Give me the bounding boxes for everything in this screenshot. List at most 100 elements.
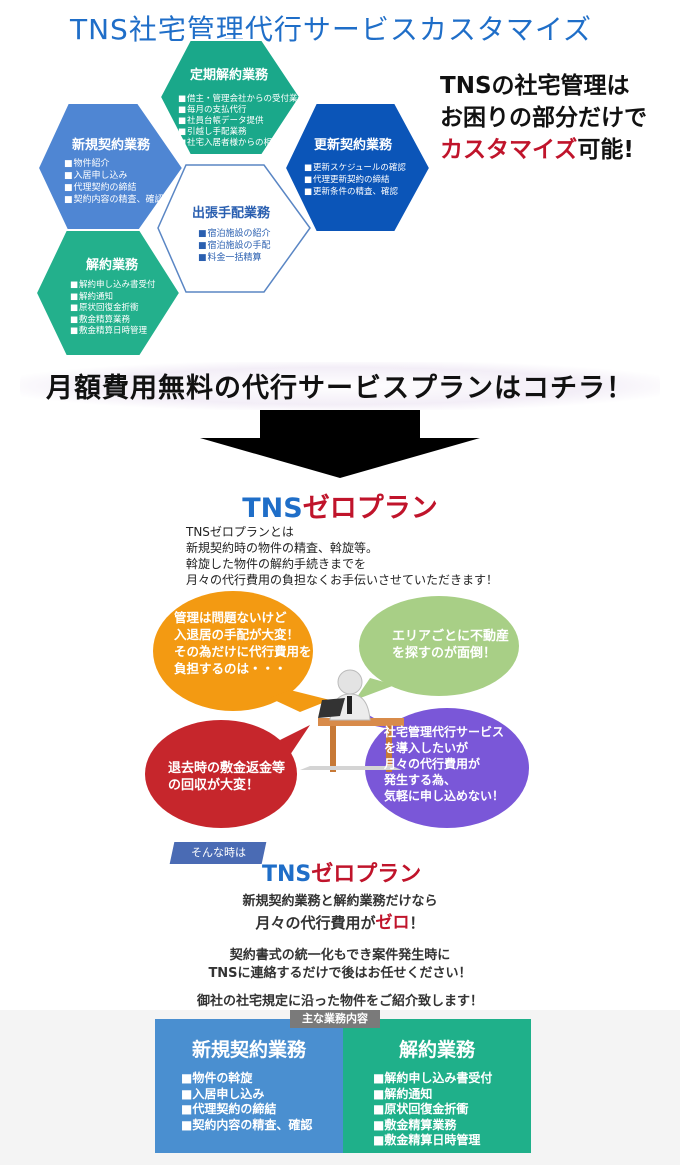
duty-box-title: 新規契約業務 (191, 1039, 306, 1061)
solution-zero-line: 月々の代行費用がゼロ！ (0, 908, 680, 933)
bubble-line: 社宅管理代行サービス (384, 725, 505, 739)
bubble-line: 負担するのは・・・ (174, 661, 287, 676)
bubble-purple (365, 708, 529, 828)
list-item: 代理更新契約の締結 (304, 174, 406, 186)
list-item: 敷金精算日時管理 (70, 326, 156, 338)
intro-line: TNSゼロプランとは (186, 525, 294, 539)
solution-brand: TNS (262, 862, 312, 887)
zero-emphasis: ゼロ (375, 913, 410, 933)
list-item: 借主・管理会社からの受付業務 (178, 94, 306, 105)
bubble-line: の回収が大変！ (168, 778, 260, 793)
solution-line5: 御社の社宅規定に沿った物件をご紹介致します！ (196, 994, 483, 1009)
bubble-line: エリアごとに不動産 (392, 629, 510, 644)
plan-title-name: ゼロプラン (302, 493, 438, 524)
solution-line4: TNSに連絡するだけで後はお任せください！ (208, 966, 472, 981)
hex-teiki-title: 定期解約業務 (190, 68, 269, 83)
service-hexagon-cluster: 定期解約業務 借主・管理会社からの受付業務 毎月の支払代行 社員台帳データ提供 … (0, 0, 680, 370)
bubble-orange (153, 591, 313, 711)
intro-line: 斡旋した物件の解約手続きまでを (186, 557, 367, 571)
solution-line3: 契約書式の統一化もでき案件発生時に (229, 948, 451, 963)
bubble-line: 月々の代行費用が (384, 757, 481, 771)
customize-tagline: TNSの社宅管理は お困りの部分だけで カスタマイズ可能! (440, 70, 647, 166)
zero-line-pre: 月々の代行費用が (255, 914, 376, 932)
banner-glow (20, 362, 660, 410)
bubble-line: 退去時の敷金返金等 (168, 761, 286, 776)
tagline-line1: TNSの社宅管理は (440, 73, 630, 99)
list-item: 原状回復金折衝 (373, 1102, 492, 1118)
duty-box-kaiyaku: 解約業務 解約申し込み書受付 解約通知 原状回復金折衝 敷金精算業務 敷金精算日… (343, 1019, 531, 1153)
list-item: 更新条件の精査、確認 (304, 186, 406, 198)
concerns-illustration: 管理は問題ないけど 入退居の手配が大変！ その為だけに代行費用を 負担するのは・… (0, 590, 680, 840)
bubble-line: を探すのが面倒！ (392, 646, 497, 661)
list-item: 入居申し込み (181, 1087, 312, 1103)
list-item: 物件の斡旋 (181, 1071, 312, 1087)
bubble-line: 入退居の手配が大変！ (174, 627, 300, 642)
page-title: TNS社宅管理代行サービスカスタマイズ (70, 13, 592, 46)
bubble-green (359, 596, 519, 696)
intro-line: 新規契約時の物件の精査、斡旋等。 (186, 541, 379, 555)
when-tag: そんな時は (169, 842, 267, 864)
list-item: 更新スケジュールの確認 (304, 162, 406, 174)
list-item: 解約通知 (70, 292, 156, 304)
hex-koushin-title: 更新契約業務 (314, 138, 393, 153)
list-item: 社宅入居者様からの相談受付 (178, 138, 306, 149)
bubble-purple-text: 社宅管理代行サービス を導入したいが 月々の代行費用が 発生する為、 気軽に申し… (384, 724, 504, 804)
bubble-green-text: エリアごとに不動産 を探すのが面倒！ (392, 628, 509, 662)
hex-koushin-list: 更新スケジュールの確認 代理更新契約の締結 更新条件の精査、確認 (304, 162, 406, 198)
list-item: 敷金精算業務 (373, 1118, 492, 1134)
list-item: 入居申し込み (64, 170, 164, 182)
main-duties-tag: 主な業務内容 (290, 1010, 380, 1028)
intro-line: 月々の代行費用の負担なくお手伝いさせていただきます！ (186, 573, 499, 587)
bubble-line: その為だけに代行費用を (174, 644, 312, 659)
duty-list: 解約申し込み書受付 解約通知 原状回復金折衝 敷金精算業務 敷金精算日時管理 (373, 1071, 492, 1149)
list-item: 社員台帳データ提供 (178, 116, 306, 127)
list-item: 物件紹介 (64, 158, 164, 170)
when-tag-label: そんな時は (190, 846, 246, 859)
person-at-desk-icon (300, 669, 404, 772)
list-item: 代理契約の締結 (181, 1102, 312, 1118)
list-item: 敷金精算日時管理 (373, 1133, 492, 1149)
hex-shinki-list: 物件紹介 入居申し込み 代理契約の締結 契約内容の精査、確認 (64, 158, 164, 206)
zero-plan-intro: TNSゼロプランとは 新規契約時の物件の精査、斡旋等。 斡旋した物件の解約手続き… (186, 524, 498, 588)
zero-line-post: ！ (409, 914, 425, 932)
bubble-green-tail (355, 678, 395, 700)
list-item: 引越し手配業務 (178, 127, 306, 138)
tagline-line2: お困りの部分だけで (440, 105, 647, 131)
bubble-line: 気軽に申し込めない！ (384, 789, 505, 803)
hex-teiki-list: 借主・管理会社からの受付業務 毎月の支払代行 社員台帳データ提供 引越し手配業務… (178, 94, 306, 149)
list-item: 代理契約の締結 (64, 182, 164, 194)
tagline-emphasis: カスタマイズ (440, 137, 578, 163)
hex-shinki-title: 新規契約業務 (72, 138, 151, 153)
list-item: 宿泊施設の紹介 (198, 228, 271, 240)
list-item: 解約申し込み書受付 (373, 1071, 492, 1087)
hex-shucchou-list: 宿泊施設の紹介 宿泊施設の手配 料金一括精算 (198, 228, 271, 264)
list-item: 解約通知 (373, 1087, 492, 1103)
solution-plan-name: ゼロプラン (311, 862, 422, 887)
hex-shucchou-title: 出張手配業務 (192, 206, 271, 221)
duty-box-shinki: 新規契約業務 物件の斡旋 入居申し込み 代理契約の締結 契約内容の精査、確認 (155, 1019, 343, 1153)
duty-box-title: 解約業務 (398, 1039, 475, 1061)
hex-kaiyaku-list: 解約申し込み書受付 解約通知 原状回復金折衝 敷金精算業務 敷金精算日時管理 (70, 280, 156, 338)
bubble-orange-tail (270, 690, 330, 712)
list-item: 宿泊施設の手配 (198, 240, 271, 252)
list-item: 契約内容の精査、確認 (181, 1118, 312, 1134)
down-arrow-icon (200, 410, 480, 478)
tagline-line3-rest: 可能! (577, 137, 634, 163)
scene-graphics (145, 591, 529, 828)
solution-line1: 新規契約業務と解約業務だけなら (242, 894, 438, 909)
list-item: 原状回復金折衝 (70, 303, 156, 315)
bubble-line: を導入したいが (384, 741, 469, 755)
bubble-line: 発生する為、 (384, 773, 457, 787)
bubble-orange-text: 管理は問題ないけど 入退居の手配が大変！ その為だけに代行費用を 負担するのは・… (174, 609, 312, 677)
bubble-red (145, 720, 297, 828)
list-item: 毎月の支払代行 (178, 105, 306, 116)
solution-plan-title: TNSゼロプラン (262, 856, 421, 888)
list-item: 料金一括精算 (198, 252, 271, 264)
free-plan-banner: 月額費用無料の代行サービスプランはコチラ！ (46, 373, 634, 404)
duty-list: 物件の斡旋 入居申し込み 代理契約の締結 契約内容の精査、確認 (181, 1071, 312, 1133)
plan-title-brand: TNS (242, 493, 303, 524)
bubble-line: 管理は問題ないけど (174, 610, 287, 625)
list-item: 解約申し込み書受付 (70, 280, 156, 292)
zero-plan-title: TNSゼロプラン (0, 486, 680, 525)
tagline-line3: カスタマイズ可能! (440, 134, 647, 166)
